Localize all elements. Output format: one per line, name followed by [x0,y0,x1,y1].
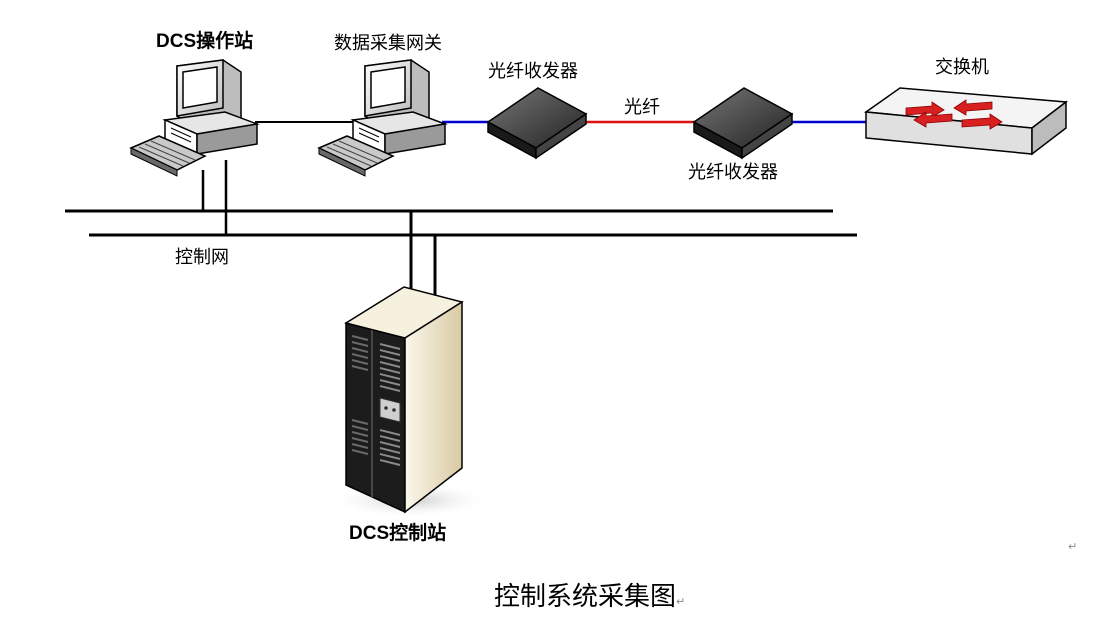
figure-caption: 控制系统采集图↵ [494,582,685,617]
transceiver-right-label: 光纤收发器 [688,162,778,183]
transceiver-left-label: 光纤收发器 [488,61,578,82]
gateway-label: 数据采集网关 [334,33,442,54]
fiber-label: 光纤 [624,97,660,118]
fiber-transceiver-icon [486,87,588,160]
computer-workstation-icon [317,59,448,177]
dcs-controller-label: DCS控制站 [349,523,447,544]
computer-workstation-icon [129,59,260,177]
switch-label: 交换机 [935,57,989,78]
fiber-transceiver-icon [692,87,794,160]
server-cabinet-icon [330,286,490,518]
paragraph-mark: ↵ [1068,540,1078,553]
dcs-station-label: DCS操作站 [156,31,254,52]
paragraph-mark: ↵ [676,595,686,608]
caption-text: 控制系统采集图 [494,582,677,612]
network-switch-icon [863,87,1068,156]
control-network-label: 控制网 [175,247,229,268]
